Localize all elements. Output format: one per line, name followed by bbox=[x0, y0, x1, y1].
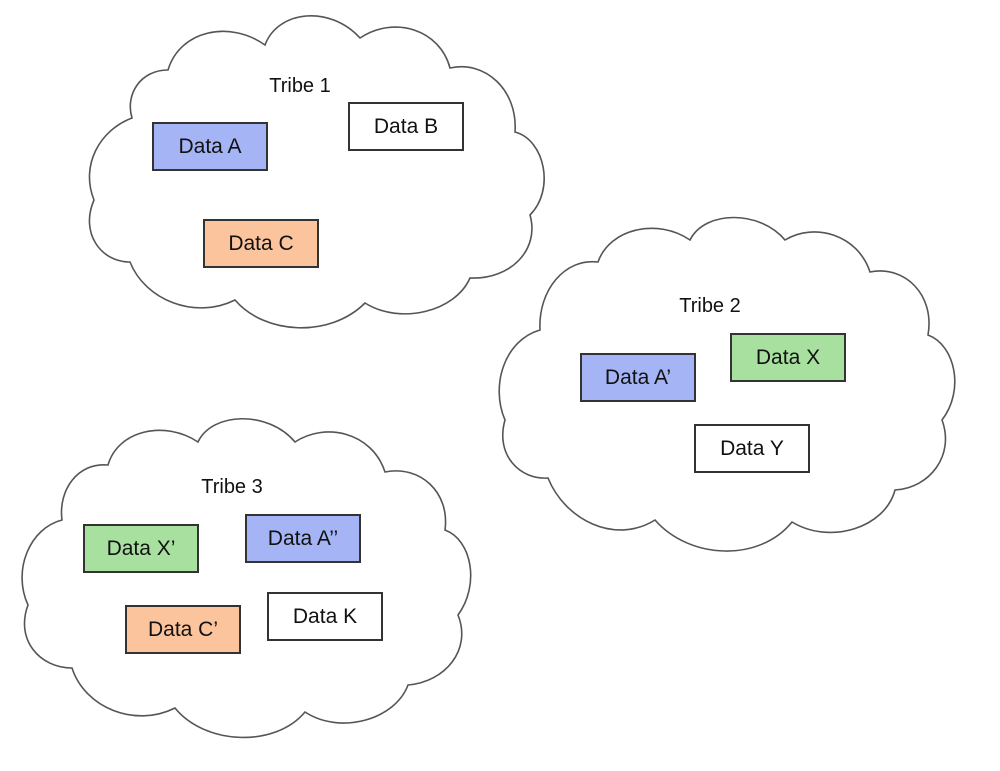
box-data-a-prime bbox=[580, 353, 696, 402]
box-label: Data A’’ bbox=[268, 527, 338, 550]
box-label: Data A’ bbox=[605, 366, 671, 389]
box-label: Data K bbox=[293, 605, 357, 628]
data-box: Data C’ bbox=[125, 605, 241, 654]
tribe-1-cloud: Tribe 1 Data A Data B Data C bbox=[88, 15, 545, 329]
data-box: Data Y bbox=[694, 424, 810, 473]
box-label: Data X bbox=[756, 346, 820, 369]
box-data-c bbox=[203, 219, 319, 268]
data-box: Data A’ bbox=[580, 353, 696, 402]
data-box: Data A bbox=[152, 122, 268, 171]
box-data-a-double-prime bbox=[245, 514, 361, 563]
data-box: Data C bbox=[203, 219, 319, 268]
data-box: Data X’ bbox=[83, 524, 199, 573]
box-data-k bbox=[267, 592, 383, 641]
box-data-x bbox=[730, 333, 846, 382]
tribe-2-cloud: Tribe 2 Data A’ Data X Data Y bbox=[498, 216, 956, 552]
data-box: Data K bbox=[267, 592, 383, 641]
box-label: Data Y bbox=[720, 437, 784, 460]
box-label: Data B bbox=[374, 115, 438, 138]
cloud-shape bbox=[498, 216, 956, 552]
tribe-label: Tribe 2 bbox=[679, 295, 741, 317]
box-label: Data C’ bbox=[148, 618, 218, 641]
data-box: Data A’’ bbox=[245, 514, 361, 563]
box-data-b bbox=[348, 102, 464, 151]
box-data-a bbox=[152, 122, 268, 171]
data-box: Data X bbox=[730, 333, 846, 382]
box-label: Data C bbox=[228, 232, 293, 255]
box-data-c-prime bbox=[125, 605, 241, 654]
tribe-label: Tribe 1 bbox=[269, 75, 331, 97]
tribe-3-cloud: Tribe 3 Data X’ Data A’’ Data C’ Data K bbox=[21, 417, 472, 739]
tribe-label: Tribe 3 bbox=[201, 476, 263, 498]
box-data-y bbox=[694, 424, 810, 473]
data-box: Data B bbox=[348, 102, 464, 151]
box-label: Data A bbox=[178, 135, 241, 158]
cloud-shape bbox=[88, 15, 545, 329]
box-label: Data X’ bbox=[107, 537, 176, 560]
cloud-shape bbox=[21, 417, 472, 739]
box-data-x-prime bbox=[83, 524, 199, 573]
